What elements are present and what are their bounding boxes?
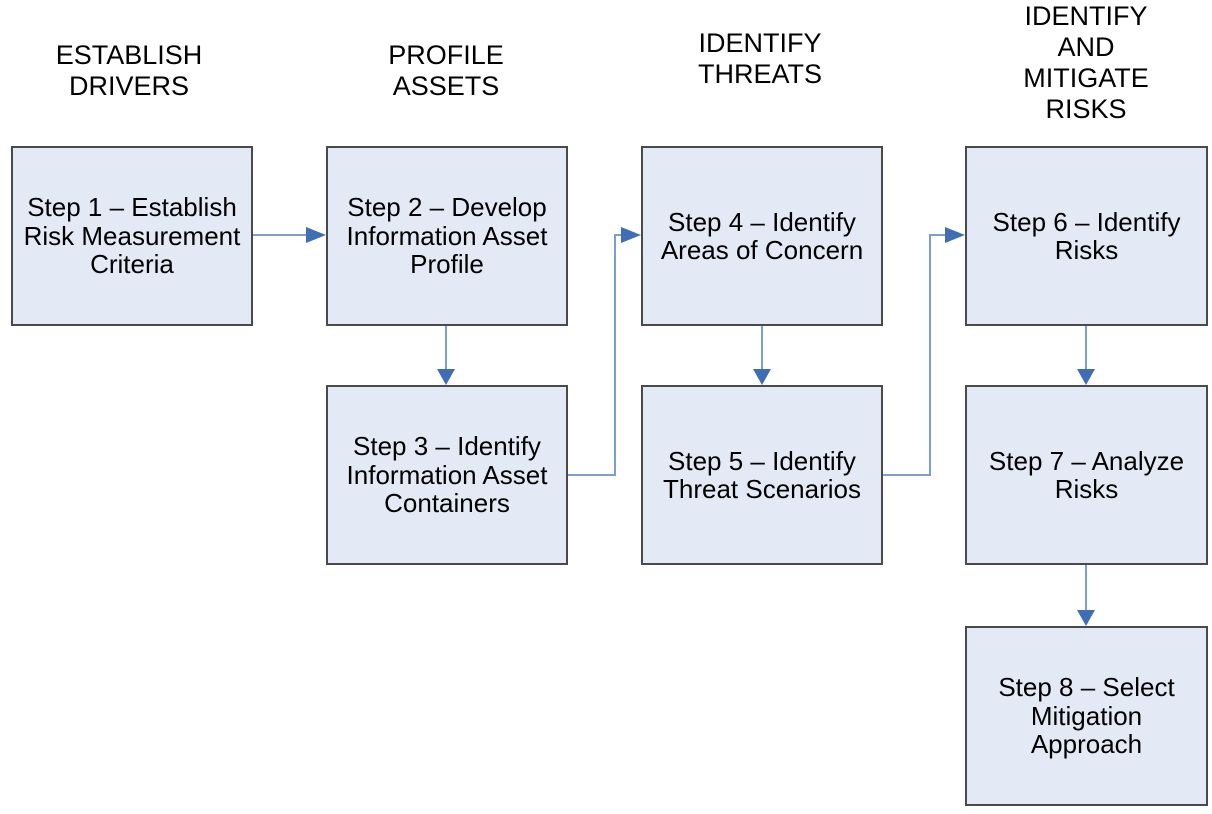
step-7-box: Step 7 – Analyze Risks	[965, 385, 1208, 565]
step-8-box: Step 8 – Select Mitigation Approach	[965, 626, 1208, 806]
step-2-label: Step 2 – Develop Information Asset Profi…	[346, 192, 548, 280]
phase-header-identify-threats: IDENTIFY THREATS	[697, 28, 823, 89]
arrow-step-4-to-step-5	[753, 326, 771, 385]
step-2-box: Step 2 – Develop Information Asset Profi…	[326, 146, 568, 326]
step-3-label: Step 3 – Identify Information Asset Cont…	[346, 431, 548, 519]
arrow-step-5-to-step-6	[883, 227, 965, 476]
step-1-label: Step 1 – Establish Risk Measurement Crit…	[23, 192, 241, 280]
step-8-label: Step 8 – Select Mitigation Approach	[998, 672, 1175, 760]
arrowhead-down-icon	[437, 369, 455, 385]
arrow-step-2-to-step-3	[437, 326, 455, 385]
phase-header-identify-and-mitigate-risks: IDENTIFY AND MITIGATE RISKS	[1023, 1, 1149, 124]
connector-elbow	[567, 234, 623, 476]
step-4-label: Step 4 – Identify Areas of Concern	[660, 206, 864, 265]
step-3-box: Step 3 – Identify Information Asset Cont…	[326, 385, 568, 565]
step-4-box: Step 4 – Identify Areas of Concern	[641, 146, 883, 326]
arrowhead-right-icon	[621, 227, 641, 243]
phase-header-establish-drivers: ESTABLISH DRIVERS	[55, 40, 203, 101]
arrow-step-1-to-step-2	[253, 227, 326, 243]
phase-header-profile-assets: PROFILE ASSETS	[388, 40, 504, 101]
step-7-label: Step 7 – Analyze Risks	[988, 445, 1185, 504]
arrowhead-down-icon	[753, 369, 771, 385]
arrowhead-down-icon	[1077, 610, 1095, 626]
step-5-label: Step 5 – Identify Threat Scenarios	[663, 445, 861, 504]
step-6-box: Step 6 – Identify Risks	[965, 146, 1208, 326]
step-1-box: Step 1 – Establish Risk Measurement Crit…	[11, 146, 253, 326]
arrowhead-right-icon	[306, 227, 326, 243]
arrow-step-6-to-step-7	[1077, 326, 1095, 385]
arrow-step-7-to-step-8	[1077, 565, 1095, 626]
connector-elbow	[883, 234, 947, 476]
step-6-label: Step 6 – Identify Risks	[992, 206, 1181, 265]
arrow-step-3-to-step-4	[567, 227, 641, 476]
step-5-box: Step 5 – Identify Threat Scenarios	[641, 385, 883, 565]
arrowhead-down-icon	[1077, 369, 1095, 385]
arrowhead-right-icon	[945, 227, 965, 243]
